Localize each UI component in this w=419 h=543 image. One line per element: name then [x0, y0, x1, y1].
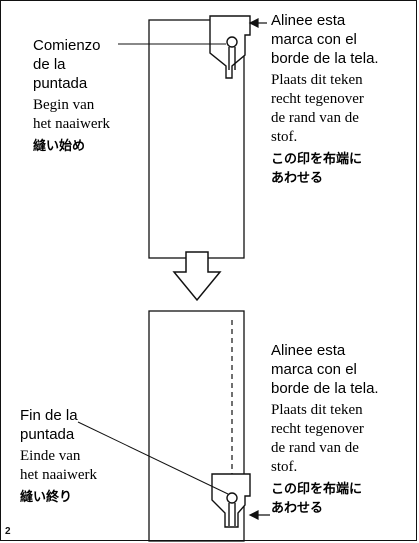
- align-top-es-2: marca con el: [271, 31, 357, 48]
- fabric-piece-bottom: [148, 310, 245, 542]
- start-label-nl-2: het naaiwerk: [33, 116, 111, 132]
- align-bottom-es-3: borde de la tela.: [271, 380, 379, 397]
- presser-foot-bottom: [211, 473, 251, 528]
- align-top-ja-2: あわせる: [271, 171, 324, 186]
- align-top-es-3: borde de la tela.: [271, 50, 379, 67]
- transition-arrow: [172, 251, 222, 302]
- page-number: 2: [5, 526, 11, 537]
- start-label-es-1: Comienzo: [33, 37, 101, 54]
- align-bottom-nl-4: stof.: [271, 459, 298, 475]
- align-arrow-bottom: [248, 510, 270, 520]
- start-label-ja: 縫い始め: [33, 139, 86, 154]
- end-label-nl-2: het naaiwerk: [20, 467, 98, 483]
- align-bottom-nl-2: recht tegenover: [271, 421, 364, 437]
- align-bottom-nl-3: de rand van de: [271, 440, 359, 456]
- align-bottom-ja-2: あわせる: [271, 501, 324, 516]
- align-top-nl-1: Plaats dit teken: [271, 72, 363, 88]
- presser-foot-top: [209, 15, 251, 79]
- align-top-es-1: Alinee esta: [271, 12, 346, 29]
- align-top-ja-1: この印を布端に: [271, 152, 363, 167]
- align-bottom-nl-1: Plaats dit teken: [271, 402, 363, 418]
- align-top-nl-4: stof.: [271, 129, 298, 145]
- align-top-nl-2: recht tegenover: [271, 91, 364, 107]
- start-label-es-3: puntada: [33, 75, 88, 92]
- leader-end: [77, 421, 229, 495]
- end-label-nl-1: Einde van: [20, 448, 81, 464]
- end-label-group: Fin de la puntada Einde van het naaiwerk…: [20, 406, 97, 507]
- start-label-group: Comienzo de la puntada Begin van het naa…: [33, 36, 110, 156]
- start-label-nl-1: Begin van: [33, 97, 95, 113]
- end-label-es-1: Fin de la: [20, 407, 78, 424]
- align-note-top: Alinee esta marca con el borde de la tel…: [271, 11, 379, 188]
- end-label-ja: 縫い終り: [20, 490, 73, 505]
- align-top-nl-3: de rand van de: [271, 110, 359, 126]
- start-label-es-2: de la: [33, 56, 66, 73]
- align-bottom-es-1: Alinee esta: [271, 342, 346, 359]
- end-label-es-2: puntada: [20, 426, 75, 443]
- align-arrow-top: [248, 18, 267, 28]
- align-note-bottom: Alinee esta marca con el borde de la tel…: [271, 341, 379, 518]
- align-bottom-ja-1: この印を布端に: [271, 482, 363, 497]
- align-bottom-es-2: marca con el: [271, 361, 357, 378]
